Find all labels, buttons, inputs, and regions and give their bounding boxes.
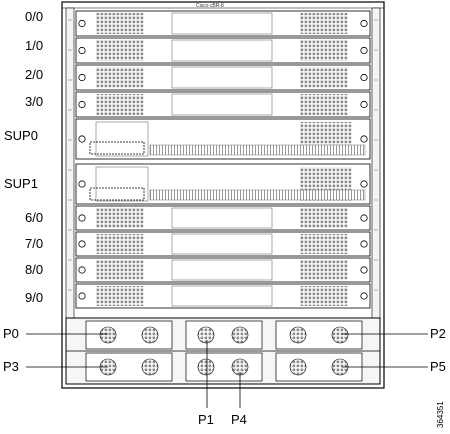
- figure-id: 364351: [436, 401, 445, 428]
- power-label-p2: P2: [430, 326, 446, 341]
- power-supply-p4: [185, 352, 263, 382]
- slot-6-0: [75, 205, 371, 231]
- power-supply-p1: [185, 320, 263, 350]
- slot-label-2-0: 2/0: [25, 67, 43, 82]
- power-label-p5: P5: [430, 359, 446, 374]
- power-label-p0: P0: [3, 326, 19, 341]
- slot-sup1: [75, 163, 371, 205]
- slot-sup0: [75, 118, 371, 160]
- slot-label-3-0: 3/0: [25, 94, 43, 109]
- slot-0-0: [75, 10, 371, 37]
- power-label-p3: P3: [3, 359, 19, 374]
- slot-9-0: [75, 283, 371, 309]
- slot-label-0-0: 0/0: [25, 9, 43, 24]
- slot-label-sup0: SUP0: [4, 128, 38, 143]
- slot-8-0: [75, 257, 371, 283]
- brand-label: Cisco cBR-8: [196, 3, 224, 9]
- slot-label-7-0: 7/0: [25, 236, 43, 251]
- left-rail: [65, 7, 75, 319]
- slot-label-6-0: 6/0: [25, 210, 43, 225]
- slot-3-0: [75, 91, 371, 118]
- slot-7-0: [75, 231, 371, 257]
- right-rail: [371, 7, 381, 319]
- power-supply-p0: [85, 320, 173, 350]
- slot-label-8-0: 8/0: [25, 262, 43, 277]
- power-label-p4: P4: [231, 412, 247, 427]
- slot-2-0: [75, 64, 371, 91]
- power-label-p1: P1: [198, 412, 214, 427]
- power-supply-p2: [275, 320, 363, 350]
- slot-1-0: [75, 37, 371, 64]
- slot-label-9-0: 9/0: [25, 290, 43, 305]
- slot-label-1-0: 1/0: [25, 38, 43, 53]
- slot-label-sup1: SUP1: [4, 176, 38, 191]
